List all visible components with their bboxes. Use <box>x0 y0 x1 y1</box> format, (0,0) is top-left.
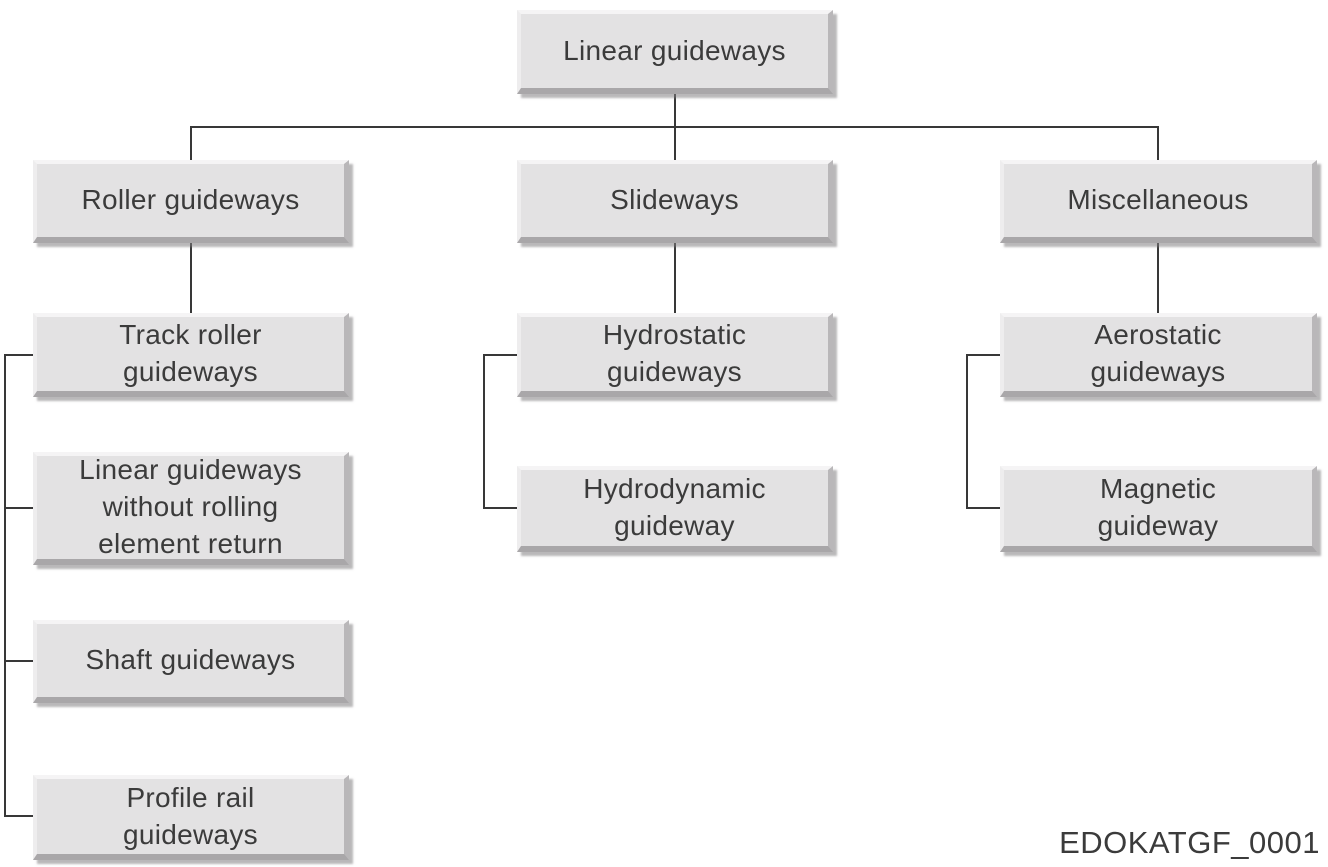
node-aerostatic-guideways: Aerostatic guideways <box>1000 313 1317 397</box>
node-roller-guideways: Roller guideways <box>33 160 349 243</box>
connector-spine-middle <box>483 354 485 509</box>
node-slideways: Slideways <box>517 160 833 243</box>
node-hydrodynamic-guideway: Hydrodynamic guideway <box>517 466 833 552</box>
node-linear-guideways-without-rolling-element-return: Linear guideways without rolling element… <box>33 452 349 565</box>
node-shaft-guideways: Shaft guideways <box>33 620 349 703</box>
connector-root-drop <box>674 94 676 128</box>
node-profile-rail-guideways: Profile rail guideways <box>33 775 349 860</box>
connector-stub-hydrodynamic <box>483 507 518 509</box>
connector-stub-shaft <box>4 660 34 662</box>
figure-code-label: EDOKATGF_0001 <box>1059 825 1320 860</box>
node-miscellaneous: Miscellaneous <box>1000 160 1317 243</box>
node-track-roller-guideways: Track roller guideways <box>33 313 349 397</box>
connector-spine-left <box>4 354 6 817</box>
node-magnetic-guideway: Magnetic guideway <box>1000 466 1317 552</box>
connector-spine-right <box>966 354 968 509</box>
connector-miscellaneous-to-aerostatic <box>1157 243 1159 313</box>
connector-roller-to-track <box>190 243 192 313</box>
connector-stub-aerostatic <box>966 354 1001 356</box>
connector-drop-slideways <box>674 126 676 160</box>
connector-stub-hydrostatic <box>483 354 518 356</box>
connector-slideways-to-hydrostatic <box>674 243 676 313</box>
connector-drop-roller <box>190 126 192 160</box>
node-hydrostatic-guideways: Hydrostatic guideways <box>517 313 833 397</box>
connector-stub-track-roller <box>4 354 34 356</box>
connector-drop-miscellaneous <box>1157 126 1159 160</box>
node-linear-guideways: Linear guideways <box>517 10 833 94</box>
connector-stub-profile-rail <box>4 815 34 817</box>
connector-stub-linear-without <box>4 507 34 509</box>
connector-stub-magnetic <box>966 507 1001 509</box>
